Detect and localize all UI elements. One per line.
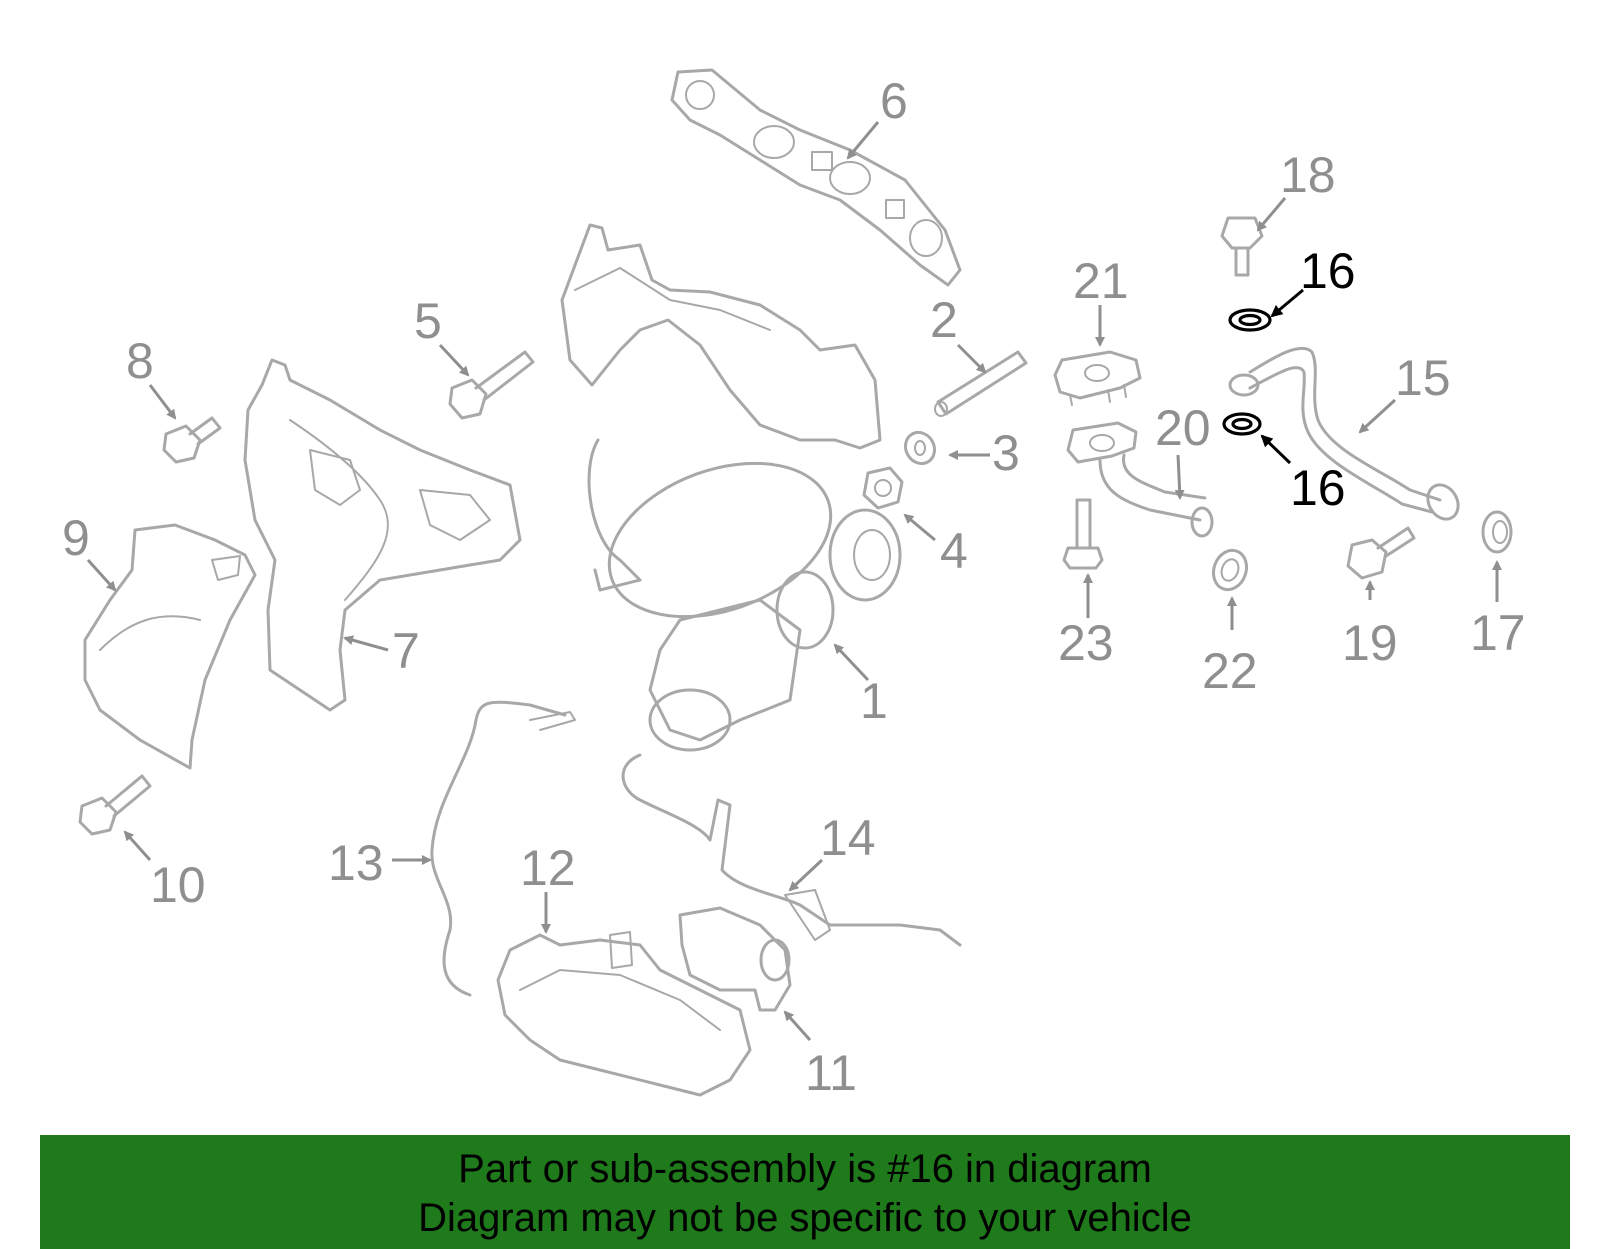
callout-3: 3 [992,425,1020,481]
part-18-bolt [1220,216,1264,277]
part-22-o-ring [1211,548,1249,592]
callout-16-upper: 16 [1300,243,1356,299]
callout-9: 9 [62,510,90,566]
callout-12: 12 [520,840,576,896]
part-13-line [430,700,576,997]
callout-6: 6 [880,73,908,129]
callout-1: 1 [860,673,888,729]
callout-20: 20 [1155,400,1211,456]
part-8-bolt [162,416,222,464]
part-11-actuator [678,906,792,1012]
part-19-bolt [1346,526,1416,580]
part-12-bracket [496,931,752,1097]
part-7-heat-shield [243,358,522,712]
part-15-line [1228,346,1460,521]
part-21-gasket [1053,350,1142,406]
callout-17: 17 [1470,605,1526,661]
callout-23: 23 [1058,615,1114,671]
callout-10: 10 [150,857,206,913]
part-6-manifold-gasket [670,68,962,287]
part-16-washer-upper [1228,308,1272,332]
callout-16-lower: 16 [1290,460,1346,516]
callout-13: 13 [328,835,384,891]
part-17-o-ring [1481,510,1513,554]
callout-18: 18 [1280,147,1336,203]
callout-19: 19 [1342,615,1398,671]
callout-11: 11 [805,1045,857,1101]
banner-line-1: Part or sub-assembly is #16 in diagram [458,1147,1152,1191]
info-banner: Part or sub-assembly is #16 in diagram D… [40,1135,1570,1249]
callout-5: 5 [414,293,442,349]
callout-8: 8 [126,333,154,389]
part-10-bolt [78,774,152,836]
leader-lines [86,121,1502,1041]
callout-7: 7 [392,623,420,679]
part-3-washer [903,430,937,466]
parts-diagram: 6 2 3 4 5 8 7 9 10 1 11 12 13 14 21 20 2… [62,68,1526,1101]
part-14-line [621,753,962,947]
callout-14: 14 [820,810,876,866]
part-5-bolt [448,350,535,420]
part-9-lower-shield [83,523,257,770]
callout-21: 21 [1073,253,1129,309]
part-1-turbocharger [560,223,902,752]
part-20-pipe [1066,421,1214,538]
part-23-bolt [1062,498,1104,570]
part-16-washer-lower [1222,412,1262,436]
callout-2: 2 [930,292,958,348]
callout-22: 22 [1202,643,1258,699]
part-2-stud [934,350,1028,417]
callout-15: 15 [1395,350,1451,406]
callout-4: 4 [940,523,968,579]
banner-line-2: Diagram may not be specific to your vehi… [418,1196,1192,1240]
part-4-nut [862,466,904,510]
